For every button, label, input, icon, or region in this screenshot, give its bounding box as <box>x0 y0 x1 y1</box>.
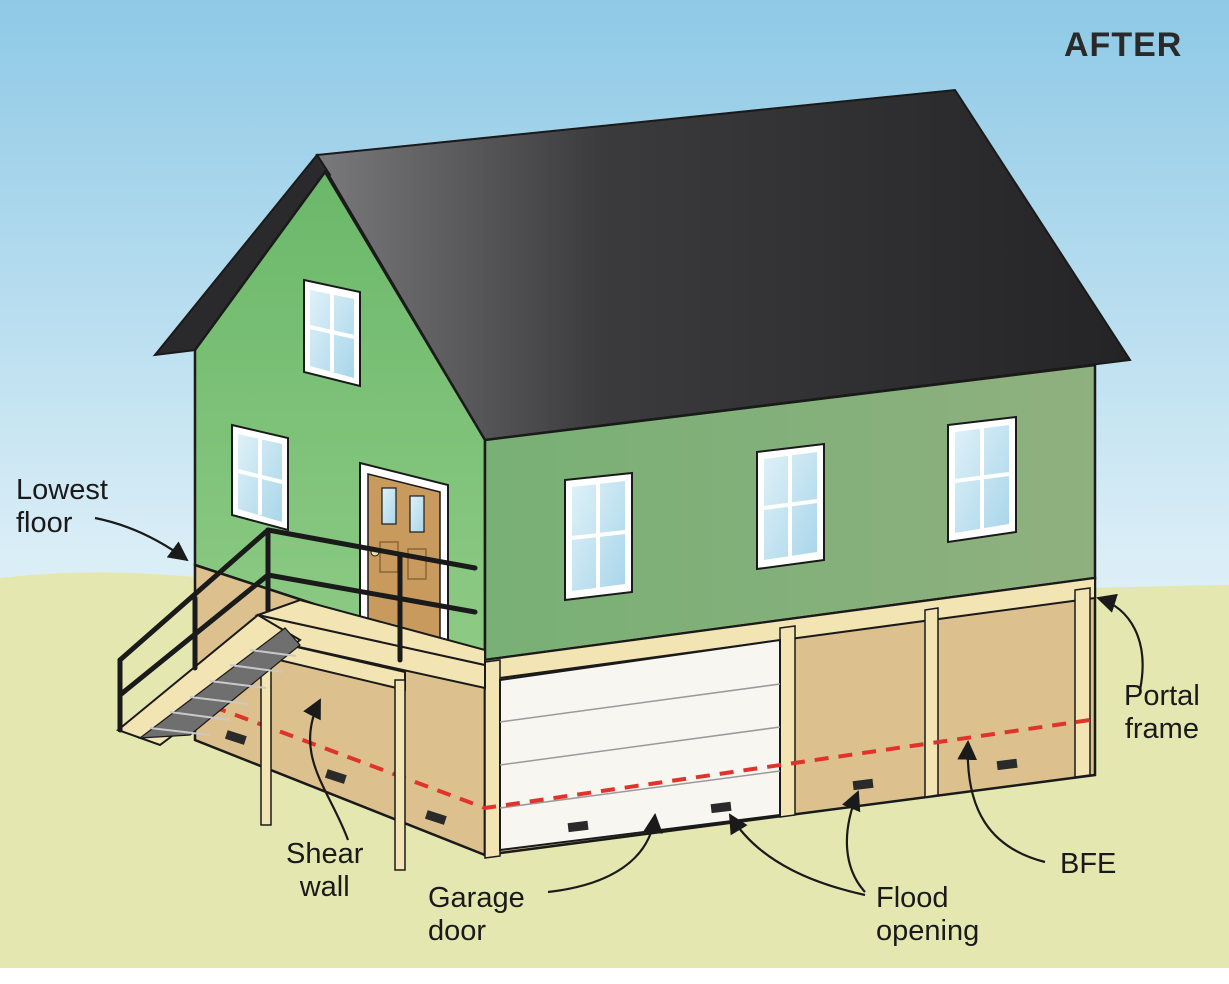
window-side-1 <box>564 471 633 602</box>
label-garage-door: Garage door <box>428 882 525 948</box>
flood-opening-vent <box>852 778 874 791</box>
window-side-2 <box>756 442 825 571</box>
flood-opening-vent <box>324 769 347 784</box>
flood-opening-vent <box>424 810 447 825</box>
bfe-line <box>189 696 1091 811</box>
bfe-arrow <box>957 740 1046 864</box>
portal-frame <box>484 576 1096 859</box>
label-shear-wall: Shear wall <box>286 838 363 904</box>
label-flood-opening: Flood opening <box>876 882 979 948</box>
flood-opening-arrow-1 <box>728 813 866 897</box>
label-lowest-floor-line1: Lowest <box>16 474 108 506</box>
entry-stairs <box>116 613 302 747</box>
flood-opening-vent <box>996 758 1018 771</box>
label-portal-frame: Portal frame <box>1124 680 1200 746</box>
label-bfe-line1: BFE <box>1060 848 1117 880</box>
label-shear-wall-line2: wall <box>299 871 350 903</box>
flood-opening-vent <box>567 820 589 833</box>
windows <box>231 278 1017 602</box>
garage-door <box>499 638 781 852</box>
flood-opening-arrow-2 <box>841 790 866 893</box>
flood-openings <box>224 730 1018 833</box>
lowest-floor-arrow <box>94 516 189 562</box>
flood-opening-vent <box>710 801 732 814</box>
bottom-border <box>0 968 1229 984</box>
shear-wall-arrow <box>303 698 350 841</box>
window-gable-left <box>231 423 289 532</box>
label-garage-door-line1: Garage <box>428 882 525 914</box>
portal-frame-arrow <box>1096 593 1144 691</box>
flood-opening-vent <box>224 730 247 745</box>
window-side-3 <box>947 415 1017 544</box>
label-portal-frame-line2: frame <box>1124 713 1199 745</box>
roof <box>152 88 1132 442</box>
label-lowest-floor: Lowest floor <box>16 474 108 540</box>
label-portal-frame-line1: Portal <box>1124 680 1200 712</box>
label-shear-wall-line1: Shear <box>286 838 364 870</box>
stair-railing <box>117 527 478 733</box>
label-bfe: BFE <box>1060 848 1116 881</box>
entry-landing <box>254 598 486 871</box>
label-flood-opening-line1: Flood <box>876 882 949 914</box>
front-door <box>359 461 449 657</box>
garage-door-arrow <box>547 813 663 894</box>
label-lowest-floor-line2: floor <box>16 507 73 539</box>
callout-arrows <box>94 516 1144 897</box>
window-attic <box>303 278 361 388</box>
panel-title: AFTER <box>1064 26 1183 64</box>
label-flood-opening-line2: opening <box>876 915 980 947</box>
label-garage-door-line2: door <box>428 915 487 947</box>
